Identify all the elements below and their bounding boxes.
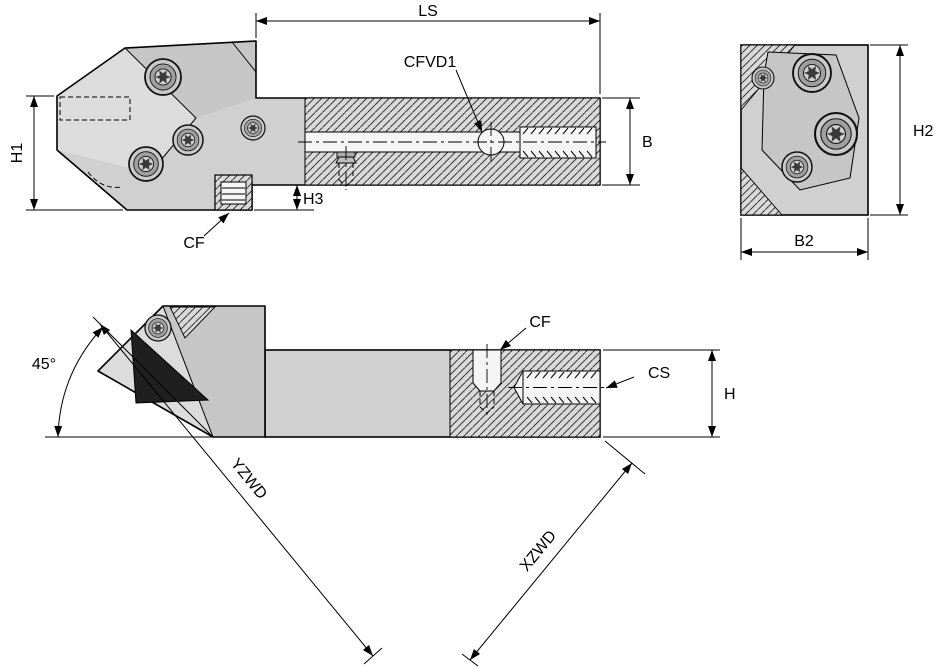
dim-label-h2: H2 (913, 123, 934, 140)
dim-H1: H1 (9, 95, 123, 211)
cf-vertical-hole (472, 344, 502, 418)
side-view: LS H1 B H3 (9, 3, 653, 252)
coolant-plug (335, 146, 357, 190)
callout-CFVD1: CFVD1 (404, 54, 486, 134)
callout-label-cf-side: CF (183, 235, 205, 252)
bottom-head-outline (97, 305, 266, 438)
dim-label-ls: LS (418, 3, 438, 20)
thread-ticks-top (522, 127, 593, 135)
bottom-view: 45° CF CS H YZWD (32, 305, 736, 667)
dim-H3: H3 (254, 185, 324, 211)
cf-port-block (214, 174, 253, 211)
torx-screw (792, 53, 832, 93)
side-gullet-hidden-line (87, 171, 123, 188)
end-hatch-bottom-left (740, 166, 783, 216)
callout-label-cfvd1: CFVD1 (404, 54, 457, 71)
bottom-head-facet-right (163, 306, 265, 437)
callout-label-cs: CS (648, 365, 670, 382)
torx-screw (144, 314, 172, 342)
coolant-thread-bore (519, 126, 597, 159)
dim-B2: B2 (740, 218, 869, 260)
dim-angle-45: 45° (32, 316, 214, 438)
dim-H: H (603, 349, 736, 438)
dim-label-b2: B2 (794, 233, 814, 250)
dim-label-b: B (642, 134, 653, 151)
torx-screw (128, 146, 164, 182)
dim-label-h: H (724, 386, 736, 403)
torx-screw (172, 124, 204, 156)
dim-label-h3: H3 (303, 191, 324, 208)
dim-LS: LS (255, 3, 601, 94)
side-insert-hidden-line (59, 96, 131, 121)
bottom-clamp-hatch (169, 306, 217, 339)
callout-CF-side: CF (183, 210, 232, 252)
torx-screw (781, 151, 813, 183)
dim-label-angle: 45° (32, 356, 56, 373)
cs-screw-hole (508, 370, 612, 405)
side-head-facet-left (57, 48, 196, 173)
torx-screw (240, 115, 266, 141)
dim-label-h1: H1 (9, 143, 26, 164)
callout-CF-bottom: CF (497, 314, 551, 354)
torx-screw (751, 66, 775, 90)
callout-label-cf-bottom: CF (529, 314, 551, 331)
thread-ticks-bottom (522, 150, 593, 158)
callout-CS: CS (604, 365, 670, 392)
dim-B: B (602, 97, 653, 186)
end-view: H2 B2 (740, 44, 934, 260)
dim-H2: H2 (870, 44, 934, 216)
torx-screw (144, 58, 182, 96)
torx-screw (813, 111, 859, 157)
